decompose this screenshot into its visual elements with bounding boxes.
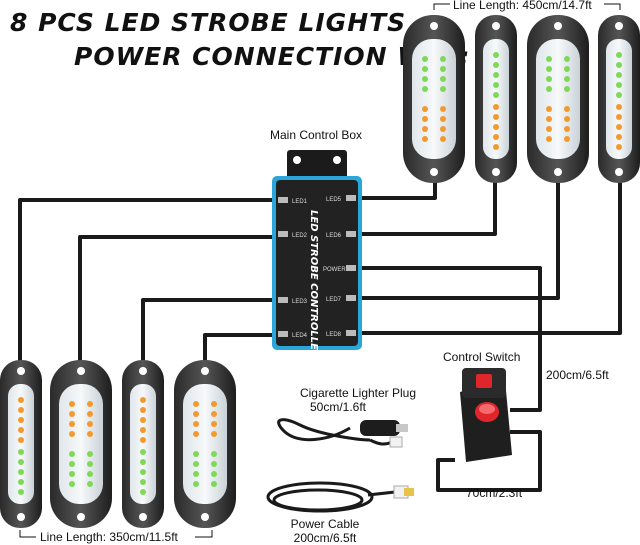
cigarette-plug-name-label: Cigarette Lighter Plug — [299, 386, 417, 400]
port-label-led8: LED8 — [326, 332, 342, 338]
control-box-ports-right — [346, 195, 356, 336]
cigarette-lighter-plug-cable — [277, 418, 408, 448]
strobe-light — [174, 360, 236, 528]
switch-cable-length-label: 200cm/6.5ft — [546, 368, 609, 382]
control-switch-label: Control Switch — [443, 350, 521, 364]
control-switch — [460, 368, 512, 462]
top-lights — [403, 15, 640, 183]
port-label-led2: LED2 — [292, 233, 308, 239]
main-control-box: LED1 LED2 LED3 LED4 LED5 LED6 POWER LED7… — [272, 150, 362, 358]
strobe-light — [403, 15, 465, 183]
switch-rocker — [476, 374, 492, 388]
controller-brand-text: LED STROBE CONTROLLER — [308, 210, 319, 358]
power-cable-name-label: Power Cable — [290, 517, 360, 531]
strobe-light — [122, 360, 164, 528]
length-brackets — [19, 3, 621, 538]
top-line-length-label: Line Length: 450cm/14.7ft — [453, 0, 592, 12]
control-box-ports-left — [278, 197, 288, 337]
strobe-light — [0, 360, 42, 528]
strobe-light — [475, 15, 517, 183]
switch-tail-length-label: 70cm/2.3ft — [466, 486, 523, 500]
strobe-light — [50, 360, 112, 528]
strobe-light — [598, 15, 640, 183]
strobe-light — [527, 15, 589, 183]
port-label-led7: LED7 — [326, 297, 342, 303]
cigarette-plug-length-label: 50cm/1.6ft — [309, 400, 367, 414]
bottom-lights — [0, 360, 236, 528]
power-cable-length-label: 200cm/6.5ft — [293, 531, 357, 545]
title-line-1: 8 PCS LED STROBE LIGHTS — [10, 8, 407, 37]
main-control-box-label: Main Control Box — [270, 128, 363, 142]
port-label-led4: LED4 — [292, 333, 308, 339]
port-label-led1: LED1 — [292, 199, 308, 205]
port-label-led3: LED3 — [292, 299, 308, 305]
bottom-line-length-label: Line Length: 350cm/11.5ft — [40, 530, 178, 544]
port-label-led6: LED6 — [326, 233, 342, 239]
power-cable — [266, 481, 414, 513]
port-label-power: POWER — [323, 267, 346, 273]
wires — [18, 178, 622, 492]
port-label-led5: LED5 — [326, 197, 342, 203]
